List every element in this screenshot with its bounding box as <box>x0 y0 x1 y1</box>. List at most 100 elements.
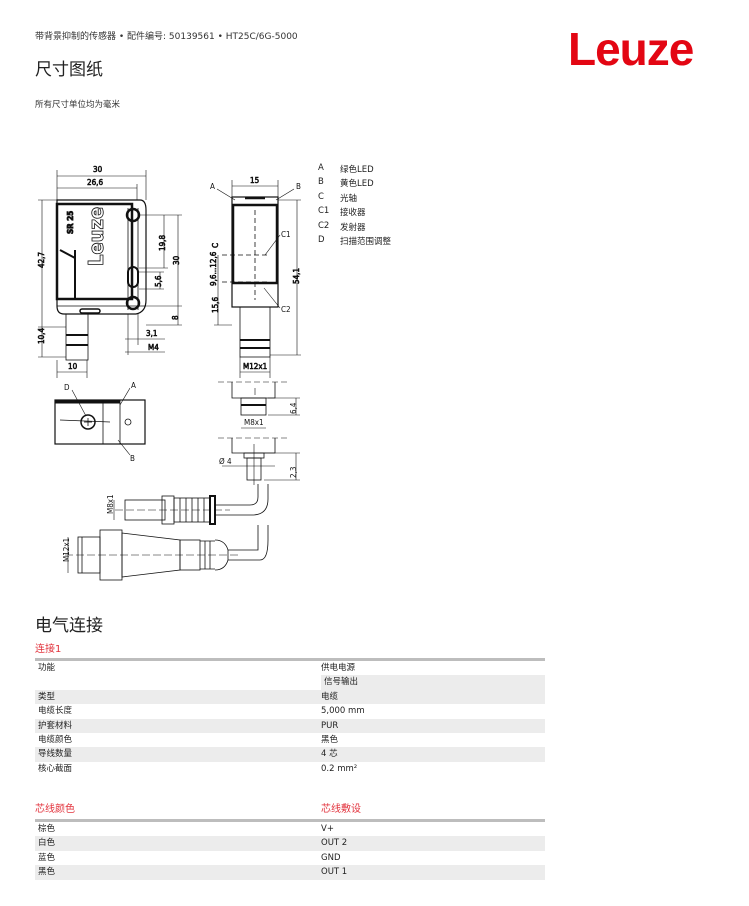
wire-color: 棕色 <box>38 824 56 834</box>
dim-label: M12x1 <box>62 538 71 562</box>
label-c1: C1 <box>281 230 291 239</box>
dim-label: 2,3 <box>289 467 298 478</box>
dim-label: M12x1 <box>243 362 267 371</box>
table-divider <box>35 819 545 822</box>
dim-label: 26,6 <box>87 178 103 187</box>
dim-label: 9,6...12,6 <box>209 251 218 286</box>
legend-item: A 绿色LED <box>318 163 391 177</box>
legend-key: D <box>318 234 325 245</box>
row-value: 5,000 mm <box>321 706 365 717</box>
top-view: D A B <box>54 381 146 463</box>
dim-label: 8 <box>171 315 180 320</box>
row-label: 导线数量 <box>38 749 73 760</box>
table-row: 导线数量 4 芯 <box>35 747 545 762</box>
legend-key: A <box>318 163 324 173</box>
dim-label: 10,4 <box>37 328 46 344</box>
dim-label: Ø 4 <box>219 456 232 466</box>
legend-label: 绿色LED <box>340 165 374 175</box>
dim-label: 30 <box>93 165 103 174</box>
legend-label: 发射器 <box>340 222 366 233</box>
connection-table: 功能 供电电源 信号输出 类型 电缆 电缆长度 5,000 mm 护套材料 PUR 电缆… <box>35 658 545 776</box>
dim-label: 6,4 <box>289 402 298 414</box>
row-label: 核心截面 <box>38 763 73 774</box>
wire-assign: GND <box>321 852 341 863</box>
legend-item: D 扫描范围调整 <box>318 235 391 249</box>
table-row: 棕色 V+ <box>35 822 545 836</box>
front-view: SR 25 Leuze <box>55 199 147 361</box>
table-row: 黑色 OUT 1 <box>35 865 545 880</box>
dim-label: 30 <box>172 255 181 265</box>
table-row: 类型 电缆 <box>35 689 545 705</box>
legend-label: 接收器 <box>340 208 366 219</box>
legend-key: C2 <box>318 220 330 231</box>
legend-item: C 光轴 <box>318 192 391 206</box>
row-value: 黑色 <box>321 734 339 745</box>
row-value: 电缆 <box>321 691 339 702</box>
wire-assign: OUT 1 <box>321 867 348 878</box>
row-label: 类型 <box>38 691 56 702</box>
leuze-logo: Leuze <box>568 23 694 75</box>
breadcrumb: 带背景抑制的传感器 • 配件编号: 50139561 • HT25C/6G-50… <box>35 32 298 42</box>
dim-label: 10 <box>68 362 78 371</box>
row-value: 信号输出 <box>318 675 545 690</box>
label-c: C <box>211 243 220 248</box>
label-a: A <box>131 381 136 390</box>
legend-key: B <box>318 177 324 188</box>
wire-color: 蓝色 <box>38 852 56 863</box>
row-value: 0.2 mm² <box>321 763 358 774</box>
label-c2: C2 <box>281 305 291 314</box>
row-value: 4 芯 <box>321 749 338 760</box>
table-row: 蓝色 GND <box>35 851 545 865</box>
legend-item: C1 接收器 <box>318 206 391 220</box>
units-note: 所有尺寸单位均为毫米 <box>35 100 121 110</box>
wire-assign: OUT 2 <box>321 838 348 849</box>
legend-key: C1 <box>318 206 330 217</box>
dim-label: 15,6 <box>211 297 220 313</box>
legend-key: C <box>318 191 324 202</box>
front-dimensions: 30 26,6 42,7 10,4 10 19,8 30 5,6 8 3,1 M… <box>37 165 182 378</box>
dim-label: 54,1 <box>292 268 301 284</box>
table-row: 电缆长度 5,000 mm <box>35 704 545 718</box>
table-row: 核心截面 0.2 mm² <box>35 762 545 776</box>
legend-item: C2 发射器 <box>318 221 391 235</box>
wire-table: 棕色 V+ 白色 OUT 2 蓝色 GND 黑色 OUT 1 <box>35 819 545 880</box>
sensor-logo: Leuze <box>84 207 108 266</box>
dim-label: 3,1 <box>146 329 157 338</box>
dim-label: M8x1 <box>106 494 115 514</box>
sensor-type-text: SR 25 <box>66 211 75 234</box>
label-b: B <box>130 454 135 463</box>
table-row: 信号输出 <box>35 675 545 690</box>
legend-label: 黄色LED <box>340 179 374 190</box>
row-value: 供电电源 <box>321 663 356 673</box>
drawing-legend: A 绿色LED B 黄色LED C 光轴 C1 接收器 C2 发射器 D 扫描范围调整 <box>318 163 391 249</box>
cable-exit-view: Ø 4 2,3 <box>218 437 300 485</box>
dim-label: 5,6 <box>154 275 163 287</box>
row-label: 护套材料 <box>38 720 73 731</box>
table-row: 白色 OUT 2 <box>35 836 545 851</box>
dim-label: M8x1 <box>244 418 264 427</box>
m12-cable-connector: M12x1 <box>62 525 269 581</box>
wire-assign: V+ <box>321 824 334 834</box>
table-divider <box>35 658 545 661</box>
label-b: B <box>296 182 301 191</box>
row-label <box>35 675 318 689</box>
dim-label: 19,8 <box>158 235 167 251</box>
dim-label: 15 <box>250 176 259 185</box>
table-row: 功能 供电电源 <box>35 661 545 675</box>
row-value: PUR <box>321 720 339 731</box>
dim-label: M4 <box>148 343 159 352</box>
legend-label: 光轴 <box>340 193 358 204</box>
page-title: 尺寸图纸 <box>35 60 103 80</box>
label-d: D <box>64 383 70 392</box>
legend-label: 扫描范围调整 <box>340 236 392 247</box>
electrical-section-title: 电气连接 <box>35 616 103 636</box>
row-label: 电缆颜色 <box>38 734 73 745</box>
row-label: 电缆长度 <box>38 706 73 717</box>
label-a: A <box>210 182 215 191</box>
table-row: 护套材料 PUR <box>35 718 545 733</box>
wire-color: 黑色 <box>38 867 56 878</box>
dimension-drawing: SR 25 Leuze 30 26,6 42,7 10,4 10 19,8 30… <box>37 165 301 581</box>
row-label: 功能 <box>38 663 56 673</box>
wire-color: 白色 <box>38 838 56 849</box>
side-view: A B C1 C2 <box>210 182 301 358</box>
